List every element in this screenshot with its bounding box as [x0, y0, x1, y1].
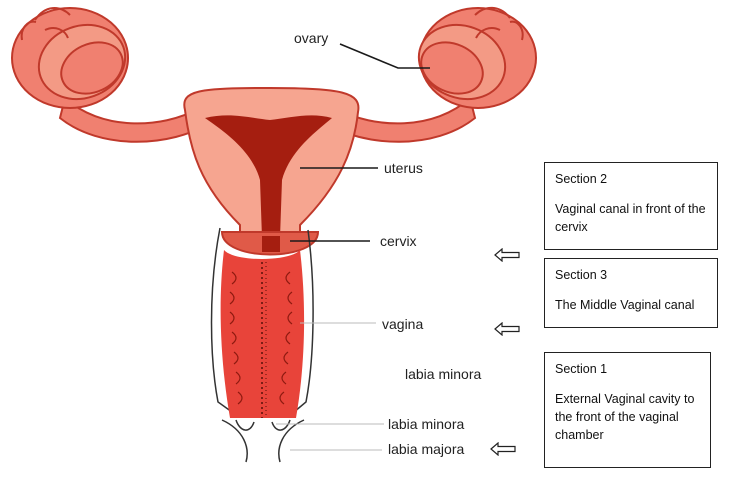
right-ovary: [417, 6, 537, 109]
left-arrow-icon: [490, 442, 516, 456]
left-arrow-icon: [494, 322, 520, 336]
label-ovary: ovary: [294, 30, 329, 46]
left-arrow-icon: [494, 248, 520, 262]
section-description: Vaginal canal in front of the cervix: [555, 202, 706, 234]
section-box-1: Section 1 External Vaginal cavity to the…: [544, 352, 711, 468]
label-uterus: uterus: [384, 160, 423, 176]
section-box-3: Section 3 The Middle Vaginal canal: [544, 258, 718, 328]
labia-minora-shape: [235, 419, 291, 431]
section-description: External Vaginal cavity to the front of …: [555, 392, 695, 442]
vagina-outline: [210, 227, 314, 413]
label-labia-minora-lower: labia minora: [388, 416, 465, 432]
label-labia-majora: labia majora: [388, 441, 465, 457]
left-ovary: [11, 7, 129, 109]
section-box-2: Section 2 Vaginal canal in front of the …: [544, 162, 718, 250]
label-cervix: cervix: [380, 233, 417, 249]
label-vagina: vagina: [382, 316, 424, 332]
labia-majora-shape: [221, 419, 305, 463]
vaginal-rugae: [229, 271, 293, 405]
section-description: The Middle Vaginal canal: [555, 298, 695, 312]
leader-lines: [290, 43, 430, 242]
uterine-cavity: [205, 115, 332, 238]
label-labia-minora-upper: labia minora: [405, 366, 482, 382]
section-title: Section 2: [555, 172, 608, 186]
section-title: Section 3: [555, 268, 608, 282]
section-title: Section 1: [555, 362, 608, 376]
